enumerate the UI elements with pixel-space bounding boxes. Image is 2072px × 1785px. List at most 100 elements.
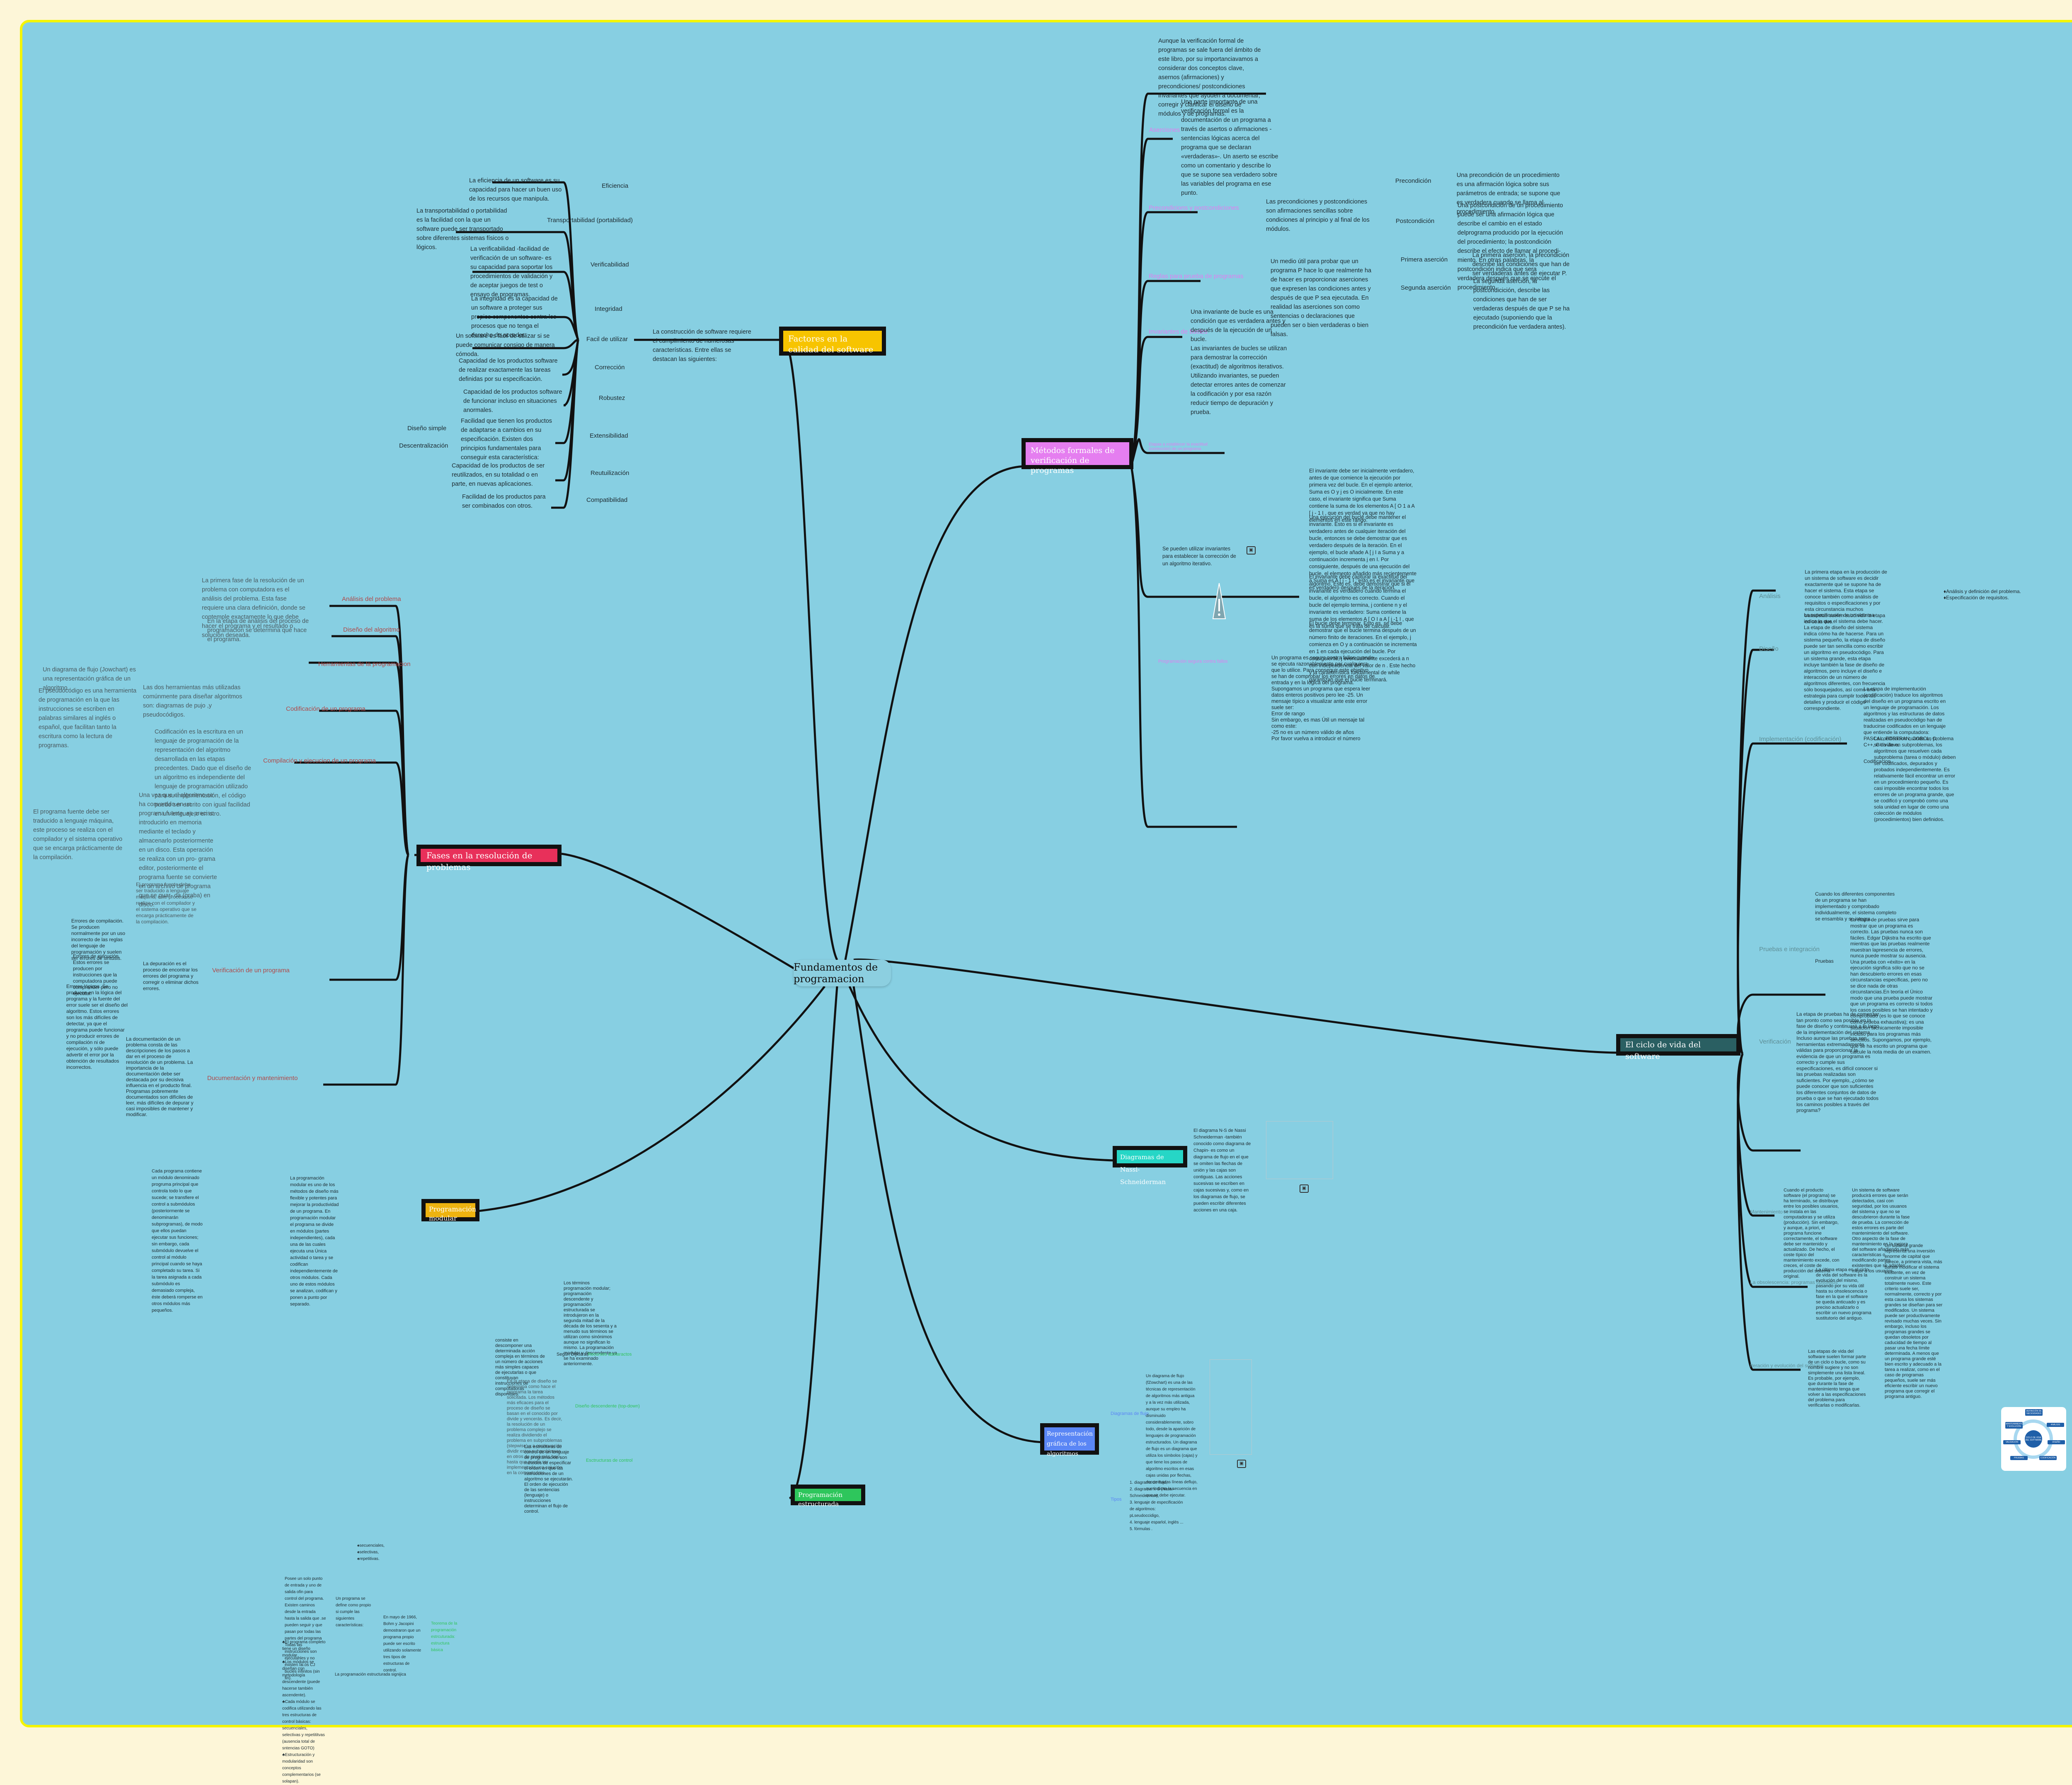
cycle-stage: VALIDACIÓN xyxy=(2003,1440,2021,1444)
teorema-label[interactable]: Teorema de la programación estrcuturada:… xyxy=(431,1621,457,1652)
fase-label[interactable]: Verificación de un programa xyxy=(212,967,290,974)
fase-label[interactable]: Diseño del algoritmo xyxy=(343,626,400,633)
ciclo-label[interactable]: Pruebas e integración xyxy=(1759,946,1820,953)
central-topic[interactable]: Fundamentos de programacion xyxy=(794,960,891,986)
ciclo-label[interactable]: Análisis xyxy=(1759,593,1781,600)
factor-label[interactable]: Extensibilidad xyxy=(590,432,628,439)
topic-label: El ciclo de vida del software xyxy=(1625,1040,1701,1061)
factor-label[interactable]: Verificabilidad xyxy=(591,261,629,268)
topic-representacion[interactable]: Representación gráfica de los algoritmos xyxy=(1040,1423,1099,1457)
factor-text: Capacidad de los productos de ser reutil… xyxy=(452,463,545,487)
cycle-stage: MANTENIMIENTO Y EVOLUCIÓN xyxy=(2005,1422,2023,1429)
propio-label[interactable]: Un programa se define como propio si cum… xyxy=(336,1596,371,1628)
modular-text: La programación modular es uno de los mé… xyxy=(290,1176,339,1307)
factor-label[interactable]: Integridad xyxy=(595,305,622,312)
ciclo-label[interactable]: La obsolescencia: programas obsoletos xyxy=(1750,1279,1838,1285)
extensibilidad-sub[interactable]: Descentralización xyxy=(399,442,448,449)
prepost-label[interactable]: Precondicions y postcondiciones xyxy=(1149,204,1239,211)
flujo-label[interactable]: Diagramas de flujo xyxy=(1111,1411,1149,1416)
ciclo-text: La última etapa en el ciclo de vida del … xyxy=(1816,1267,1871,1321)
topic-nassi[interactable]: Diagramas de Nassi-Schneiderman xyxy=(1113,1146,1187,1186)
segura-label[interactable]: Programación segura contra fallos xyxy=(1158,659,1228,664)
topic-modular[interactable]: Programación modular xyxy=(421,1199,479,1222)
invariant-step: Una ejecución del bucle debe mantener el… xyxy=(1309,514,1417,591)
factor-label[interactable]: Corrección xyxy=(595,364,625,371)
factor-text: Facilidad que tienen los productos de ad… xyxy=(461,418,552,461)
invariantes-label[interactable]: Invariantes de bucles xyxy=(1149,328,1208,335)
codificacion-label[interactable]: Codificacion xyxy=(1864,758,1891,764)
compilacion-sub: El programa fuente debe ser traducido a … xyxy=(33,809,123,861)
etapas-label[interactable]: Etapas a establecer la exactitud (correc… xyxy=(1149,442,1208,451)
significa-label[interactable]: La programación estructurada signijica xyxy=(335,1672,406,1677)
factor-label[interactable]: Eficiencia xyxy=(602,182,629,189)
tipos-estructuras: ♠secuenciales, ♠selectivas, ♠repetitivas… xyxy=(357,1543,385,1561)
pruebas-label[interactable]: Pruebas xyxy=(1815,958,1834,964)
topic-estructurada[interactable]: Programación estructurada xyxy=(791,1485,865,1508)
precondicion-label[interactable]: Precondición xyxy=(1395,177,1431,184)
ciclo-label[interactable]: Implementación (codificación) xyxy=(1759,736,1842,743)
iterativo-text: Se pueden utilizar invariantes para esta… xyxy=(1162,546,1236,567)
fase-label[interactable]: Herramientas de la programacion xyxy=(318,661,411,668)
invariant-step: El invariante debe capturar la exactitud… xyxy=(1309,574,1414,629)
image-icon[interactable]: ▣ xyxy=(1300,1184,1309,1193)
fase-label[interactable]: Ducumentación y mantenimiento xyxy=(207,1075,298,1082)
tipos-label[interactable]: Tipos xyxy=(1111,1497,1122,1502)
aserciones-label[interactable]: Aserciones xyxy=(1149,126,1180,133)
ciclo-label[interactable]: Iteración y evolución del software xyxy=(1750,1363,1824,1368)
factor-label[interactable]: Reutuilización xyxy=(591,470,629,477)
topic-label: Fases en la resolución de problemas xyxy=(426,850,533,872)
primera-asercion-label[interactable]: Primera aserción xyxy=(1401,256,1448,263)
ciclo-label[interactable]: Mantenimiento xyxy=(1750,1209,1783,1215)
factor-text: Un software es fácil de utilizar si se p… xyxy=(456,333,555,358)
cycle-stage: CODIFICACIÓN xyxy=(2039,1456,2057,1460)
broken-image xyxy=(1210,1359,1252,1455)
propio-text: Posee un solo punto de entrada y uno de … xyxy=(285,1577,326,1681)
fase-label[interactable]: Compilación y ejecucion de un programa xyxy=(263,757,376,764)
factor-label[interactable]: Compatibilidad xyxy=(586,497,628,504)
extensibilidad-sub[interactable]: Diseño simple xyxy=(407,425,447,432)
topic-ciclo[interactable]: El ciclo de vida del software xyxy=(1616,1034,1740,1061)
invariantes-text: Una invariante de bucle es una condición… xyxy=(1191,309,1287,416)
ciclo-text: Cuando los diferentes componentes de un … xyxy=(1815,891,1897,922)
ciclo-text: La etapa de implementución (codificación… xyxy=(1864,686,1946,748)
mindmap-canvas xyxy=(20,20,2072,1727)
topdown-label[interactable]: Diseño descendente (top-down) xyxy=(575,1404,640,1409)
fase-label[interactable]: Análisis del problema xyxy=(342,596,401,603)
control-text: Las estructuras de control de un lenguaj… xyxy=(524,1444,573,1514)
ciclo-label[interactable]: Verificación xyxy=(1759,1038,1791,1045)
image-icon[interactable]: ▣ xyxy=(1247,546,1256,555)
control-label[interactable]: Esctructuras de control xyxy=(586,1458,633,1463)
topic-fases[interactable]: Fases en la resolución de problemas xyxy=(416,845,562,872)
topic-factores[interactable]: Factores en la calidad del software xyxy=(779,327,886,356)
factor-label[interactable]: Robustez xyxy=(599,395,625,402)
factor-label[interactable]: Transportabilidad (portabilidad) xyxy=(547,217,633,224)
segunda-asercion-text: La segunda aserción, la postcondicición,… xyxy=(1473,278,1570,330)
teorema-text: En mayo de 1966, Bohm y Jacopini demostr… xyxy=(383,1615,421,1673)
obsolescencia-sub: Un sistema grande representa una inversi… xyxy=(1885,1243,1943,1399)
reglas-label[interactable]: Reglas para prueba de programas xyxy=(1149,273,1244,280)
ciclo-text: La especificación de un sistema indica l… xyxy=(1804,612,1886,711)
ciclo-label[interactable]: Diseño xyxy=(1759,645,1779,652)
dijkstra-label[interactable]: Según Dijkstras xyxy=(557,1352,589,1357)
postcondicion-label[interactable]: Postcondición xyxy=(1396,218,1435,225)
fase-text: En la etapa de análisis del proceso de p… xyxy=(207,618,309,643)
factor-text: Capacidad de los productos software de r… xyxy=(459,358,558,383)
segura-text: Un programa es seguro contra fallos cuan… xyxy=(1271,655,1375,741)
metodos-intro: Aunque la verificación formal de program… xyxy=(1158,38,1261,117)
recursos-label[interactable]: Recursos abstaractos xyxy=(588,1352,632,1357)
topic-metodos[interactable]: Métodos formales de verificación de prog… xyxy=(1021,438,1133,475)
mantenimiento-sub: Un sistema de software producirá errores… xyxy=(1852,1188,1910,1274)
topic-label: Programación estructurada xyxy=(798,1491,843,1508)
estructurada-intro: Los términos programación modular; progr… xyxy=(564,1281,617,1366)
fase-text: La documentación de un problema consta d… xyxy=(126,1036,194,1117)
image-icon[interactable]: ▣ xyxy=(1237,1460,1246,1468)
factor-label[interactable]: Facil de utilizar xyxy=(586,336,628,343)
fase-text: Una vez que el algoritmo se ha convertid… xyxy=(139,792,217,908)
topic-label: Programación modular xyxy=(429,1205,477,1222)
fase-label[interactable]: Codificación de un programa xyxy=(286,705,366,712)
depuracion-text: La depuración es el proceso de encontrar… xyxy=(143,961,199,991)
ciclo-text: La etapa de pruebas ha de comenzar tan p… xyxy=(1796,1011,1879,1113)
cycle-stage: DEFINICIÓN DE NECESIDADES xyxy=(2025,1409,2043,1416)
cycle-stage: PRUEBAS xyxy=(2010,1456,2028,1460)
segunda-asercion-label[interactable]: Segunda aserción xyxy=(1401,284,1451,291)
